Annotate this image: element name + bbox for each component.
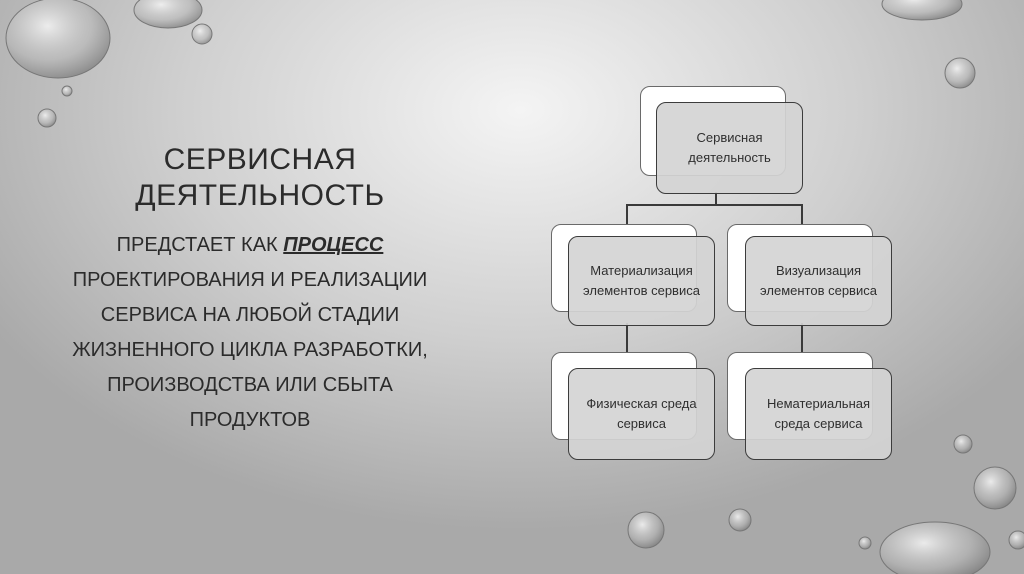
- slide-body-text: предстает как процесс проектирования и р…: [70, 228, 430, 438]
- connector-root-down: [715, 192, 717, 205]
- right-leaf-node: Нематериальная среда сервиса: [745, 368, 892, 460]
- drop-icons: [5, 0, 1024, 574]
- connector-right-leaf: [801, 323, 803, 353]
- left-branch-node: Материализация элементов сервиса: [568, 236, 715, 326]
- right-branch-label: Визуализация элементов сервиса: [760, 263, 877, 298]
- body-rest: проектирования и реализации сервиса на л…: [72, 269, 428, 431]
- slide-title: Сервисная деятельность: [135, 143, 385, 212]
- connector-right-down: [801, 204, 803, 225]
- connector-left-down: [626, 204, 628, 225]
- root-node: Сервисная деятельность: [656, 102, 803, 194]
- body-emphasis: процесс: [283, 234, 384, 256]
- connector-horizontal: [626, 204, 802, 206]
- body-prefix: предстает как: [116, 234, 284, 256]
- root-node-label: Сервисная деятельность: [688, 130, 771, 165]
- right-branch-node: Визуализация элементов сервиса: [745, 236, 892, 326]
- left-leaf-label: Физическая среда сервиса: [586, 396, 697, 431]
- left-branch-label: Материализация элементов сервиса: [583, 263, 700, 298]
- connector-left-leaf: [626, 323, 628, 353]
- right-leaf-label: Нематериальная среда сервиса: [766, 396, 871, 431]
- left-leaf-node: Физическая среда сервиса: [568, 368, 715, 460]
